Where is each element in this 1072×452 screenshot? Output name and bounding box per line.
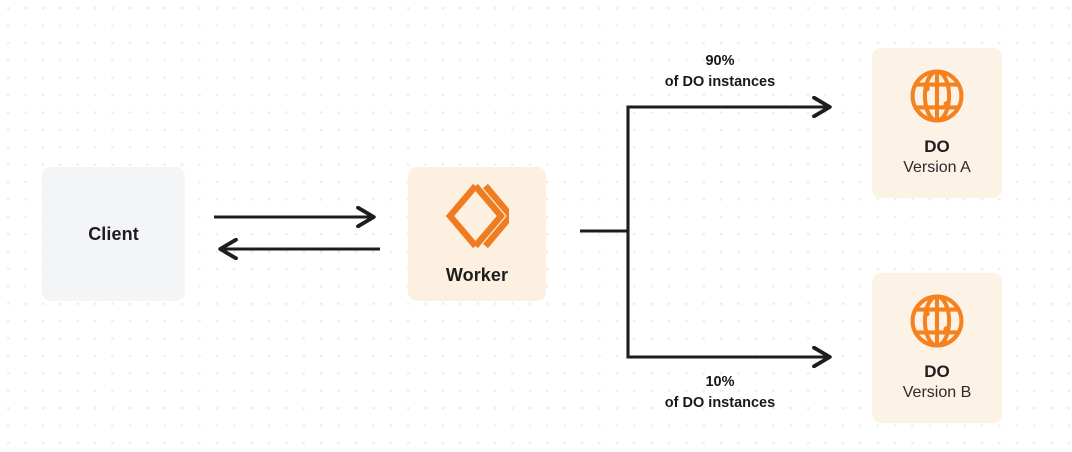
cloudflare-workers-icon [445,182,516,250]
edge-label-do-a: 90% of DO instances [610,51,830,92]
node-do-version-a-label: DO [924,136,950,156]
node-client-label: Client [88,223,139,244]
edge-label-do-a-percent: 90% [705,53,735,69]
node-do-version-a[interactable]: DO Version A [872,48,1002,198]
node-client[interactable]: Client [42,167,185,301]
globe-icon [908,67,966,125]
edge-label-do-b-percent: 10% [705,374,735,390]
edge-worker-to-do-b [626,231,830,357]
node-do-version-b-label: DO [924,361,950,381]
node-worker[interactable]: Worker [408,167,546,301]
edge-label-do-b-caption: of DO instances [664,394,776,411]
node-do-version-b[interactable]: DO Version B [872,273,1002,423]
edge-label-do-b: 10% of DO instances [610,372,830,413]
edge-worker-to-do-a [626,107,830,231]
edge-label-do-a-caption: of DO instances [664,73,776,90]
node-worker-label: Worker [445,264,509,285]
globe-icon [908,292,966,350]
node-do-version-b-sublabel: Version B [902,384,972,402]
node-do-version-a-sublabel: Version A [903,159,971,177]
